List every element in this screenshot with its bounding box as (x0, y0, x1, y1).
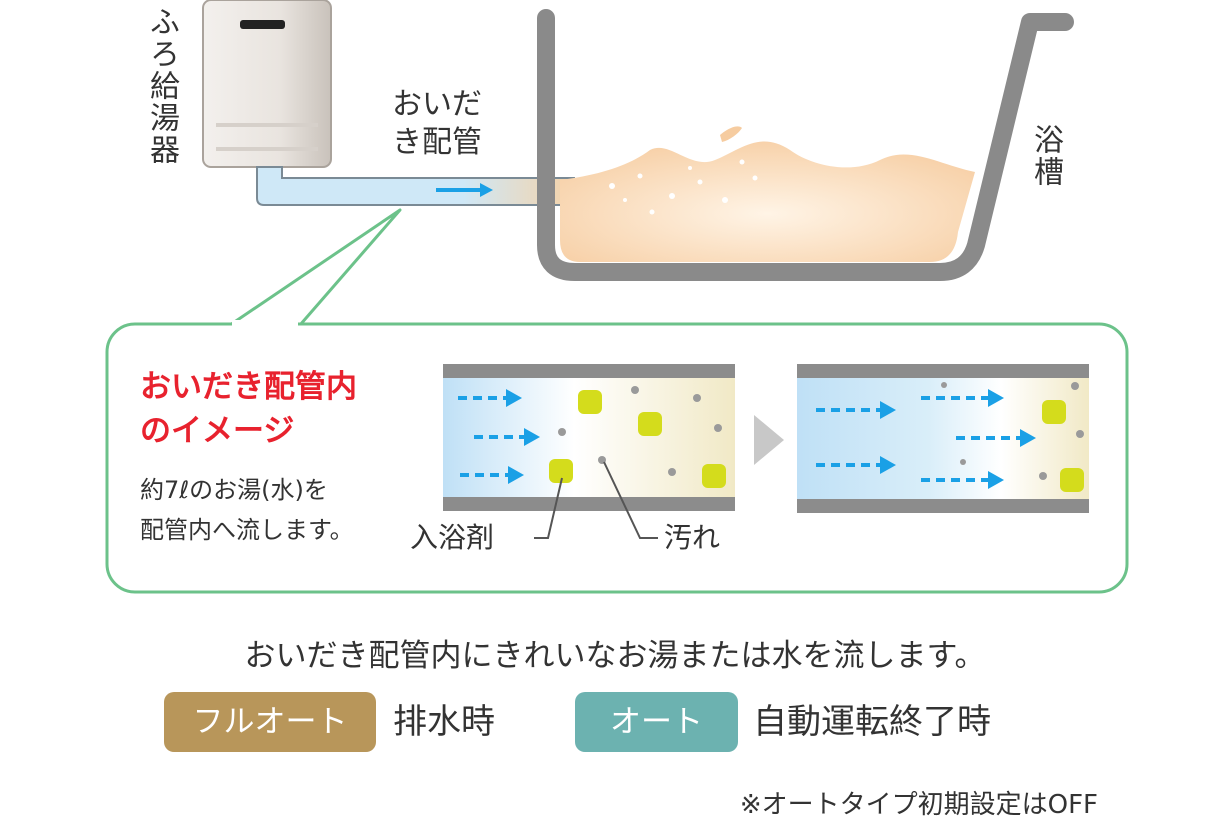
auto-badge: オート (575, 692, 738, 752)
tub-water (560, 126, 975, 262)
flow-arrow-icon (436, 183, 493, 197)
next-step-triangle-icon (754, 415, 784, 465)
callout-title-line2: のイメージ (140, 413, 295, 449)
pipe-section-before (443, 364, 735, 539)
bath-agent-label: 入浴剤 (410, 521, 495, 554)
callout-desc-line2: 配管内へ流します。 (140, 516, 354, 544)
callout-title: おいだき配管内 のイメージ (140, 365, 430, 453)
dirt-label: 汚れ (664, 521, 721, 554)
callout-desc-line1: 約7ℓのお湯(水)を (140, 476, 328, 504)
callout-description: 約7ℓのお湯(水)を 配管内へ流します。 (140, 470, 440, 550)
footnote: ※オートタイプ初期設定はOFF (739, 790, 1098, 820)
pipe-label-text: おいだき配管 (392, 87, 482, 160)
bathtub (537, 9, 1074, 281)
pipe-label: おいだき配管 (362, 86, 512, 162)
main-caption: おいだき配管内にきれいなお湯または水を流します。 (244, 638, 986, 674)
reheat-pipe (256, 166, 575, 206)
tub-label: 浴槽 (1028, 124, 1063, 188)
callout-title-line1: おいだき配管内 (140, 369, 357, 405)
pipe-section-after (797, 364, 1089, 513)
water-heater-label: ふろ給湯器 (144, 6, 179, 166)
water-heater-icon (202, 0, 332, 168)
full-auto-timing: 排水時 (393, 702, 495, 742)
auto-timing: 自動運転終了時 (753, 702, 991, 742)
full-auto-badge: フルオート (164, 692, 376, 752)
